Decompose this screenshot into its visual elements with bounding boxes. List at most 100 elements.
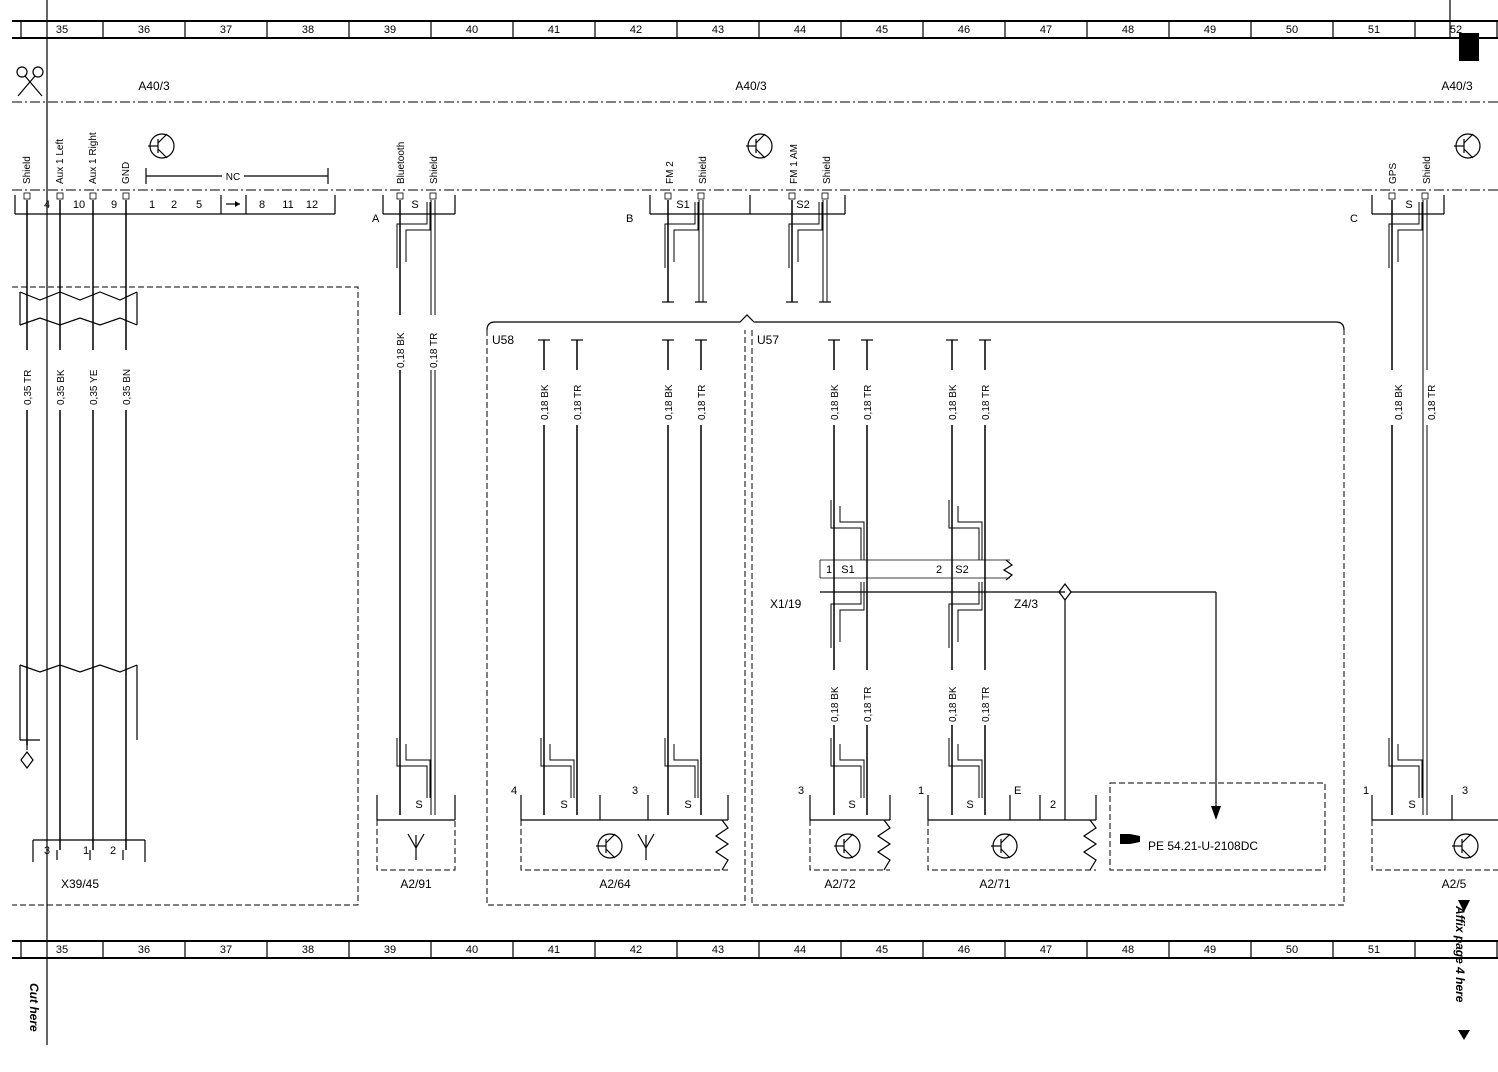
pin-stub [1421,192,1429,200]
pin-label: Shield [698,156,709,184]
pin-number: S2 [796,199,809,211]
x39-45-connector [32,839,146,862]
component-label: A2/91 [400,877,432,891]
shield-sleeve [549,744,575,798]
pin-number: 3 [1462,785,1468,797]
component-label: A2/71 [979,877,1011,891]
shield-sleeve [396,202,428,268]
pin-label: Shield [429,156,440,184]
shield-sleeve [1397,202,1423,262]
grid-col: 48 [1122,944,1134,956]
pin-label: FM 2 [665,161,676,184]
grid-col: 35 [56,944,68,956]
connector-label: E [1014,785,1021,797]
pin-number: 8 [259,199,265,211]
grid-col: 42 [630,24,642,36]
pin-number: 1 [1363,785,1369,797]
wire-label: 0,35 TR [23,370,34,405]
shield-sleeve [830,738,862,798]
shield-sleeve [664,738,696,798]
pointing-hand-icon [1120,834,1140,844]
grid-col: 39 [384,944,396,956]
aux-cable [19,200,138,850]
pin-number: 1 [83,845,89,857]
shield-sleeve [957,506,983,560]
grid-col: 46 [958,24,970,36]
wire-label: 0,18 TR [429,333,440,368]
shield-sleeve [797,202,823,262]
component-label: A2/64 [599,877,631,891]
pin-number: S [415,799,422,811]
grid-col: 42 [630,944,642,956]
pin-number: S1 [841,564,854,576]
component-label: X39/45 [61,877,99,891]
pin-number: 3 [44,845,50,857]
u58-wires [538,339,707,815]
grid-col: 40 [466,944,478,956]
pin-number: 9 [111,199,117,211]
pin-number: S1 [676,199,689,211]
reference-text: PE 54.21-U-2108DC [1148,839,1258,853]
pin-stub [89,192,97,200]
grid-col: 35 [56,24,68,36]
shield-sleeve [673,202,699,262]
pin-stub [23,192,31,200]
grid-col: 51 [1368,944,1380,956]
pin-number: 11 [282,199,293,211]
shield-sleeve [948,738,980,798]
scissors-icon [16,66,44,97]
grid-col: 36 [138,944,150,956]
component-label: Z4/3 [1014,597,1038,611]
group-label: U57 [757,333,779,347]
shield-sleeve [1397,744,1423,798]
pin-stub [664,192,672,200]
grid-col: 46 [958,944,970,956]
fm-cables-top [662,200,831,303]
nc-label: NC [226,172,240,183]
wire-label: 0,18 BK [830,686,841,722]
shield-sleeve [957,582,983,642]
page-marker [1459,33,1479,61]
shield-sleeve [830,500,862,560]
pin-number: 5 [196,199,202,211]
shield-sleeve [540,738,572,798]
shield-sleeve [1388,202,1420,268]
pin-number: S [848,799,855,811]
a2-71-component [927,795,1098,871]
pin-row-left [14,195,336,215]
grid-col: 47 [1040,944,1052,956]
grid-col: 36 [138,24,150,36]
component-label: X1/19 [770,597,802,611]
pin-stub [697,192,705,200]
harness-brace [486,314,1345,331]
connector-label: A [372,213,380,225]
pin-number: 4 [44,199,50,211]
nc-bracket [145,168,329,184]
a2-72-component [809,795,892,871]
grid-col: 40 [466,24,478,36]
wire-label: 0,18 TR [863,385,874,420]
wire-label: 0,18 TR [863,687,874,722]
pin-number: S [1405,199,1412,211]
pin-number: 1 [826,564,832,576]
u58-enclosure [486,330,746,906]
affix-note: Affix page 4 here [1453,905,1467,1003]
reference-box [1109,782,1326,871]
shield-sleeve [396,738,428,798]
connector-label: B [626,213,633,225]
shield-sleeve [405,202,431,262]
bottom-grid [12,940,1498,959]
shield-sleeve [673,744,699,798]
shield-sleeve [788,202,820,268]
wire-label: 0,18 BK [948,686,959,722]
shield-sleeve [957,744,983,798]
a2-5-component [1371,795,1498,871]
shield-sleeve [664,202,696,268]
pin-number: S [684,799,691,811]
wire-label: 0,18 BK [948,384,959,420]
component-label: A2/72 [824,877,856,891]
shield-sleeve [405,744,431,798]
connector-a-row [382,195,456,215]
wire-label: 0,18 BK [1394,384,1405,420]
